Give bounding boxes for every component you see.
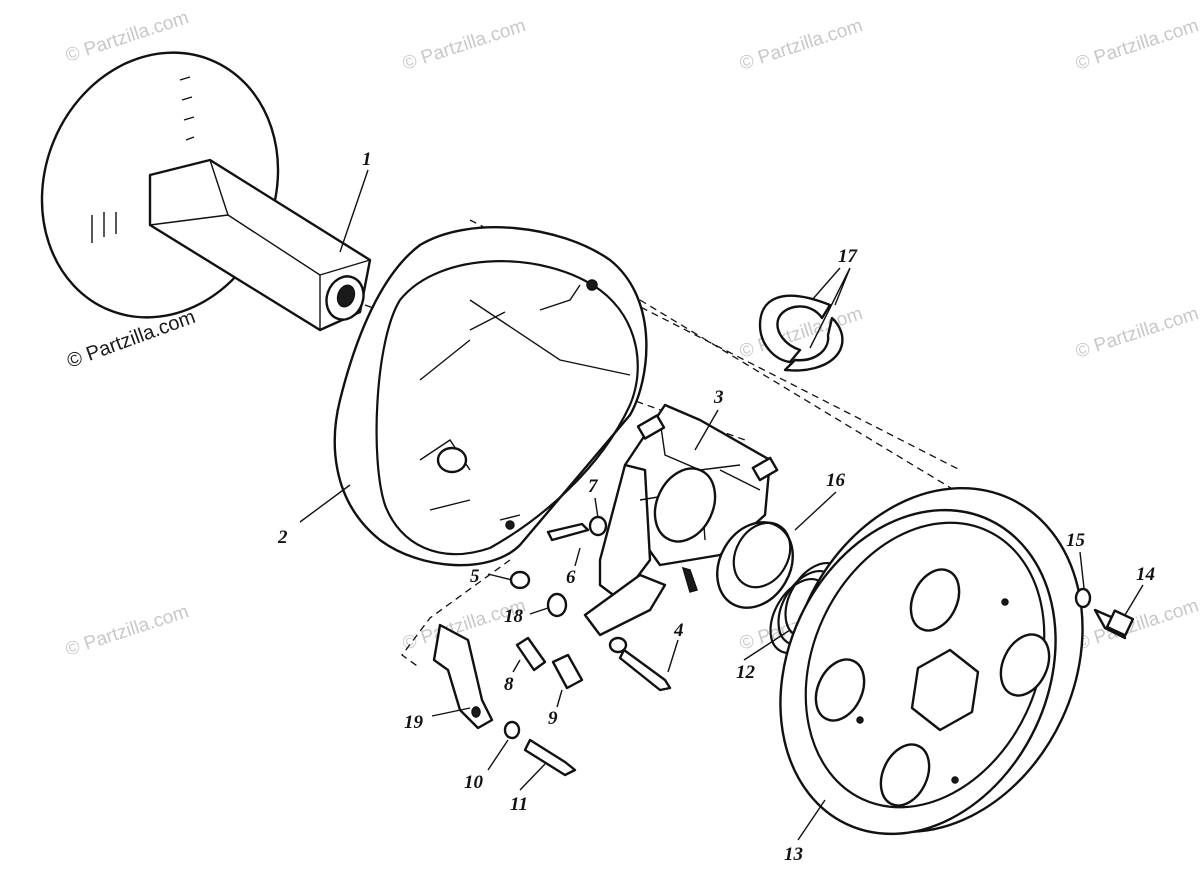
leader-line: [556, 689, 563, 708]
leader-line: [594, 497, 599, 519]
leader-line: [529, 607, 549, 615]
callout-labels: 1 2 3 4 5 6 7 8 9 10 11 12 13 14 15 16 1…: [277, 149, 1155, 865]
watermark: © Partzilla.com: [737, 15, 865, 75]
housing-hole: [505, 520, 515, 530]
callout-7: 7: [588, 476, 599, 497]
drum-window: [909, 568, 961, 632]
leader-line: [1079, 551, 1085, 589]
part-2-clutch-housing: [333, 226, 648, 567]
arm-hub: [653, 467, 717, 543]
part-13-clutch-drum: [779, 486, 1084, 836]
leader-line: [519, 763, 546, 791]
snap-ring-lower: [783, 316, 844, 372]
callout-2: 2: [277, 527, 288, 548]
bushing-outer: [716, 521, 794, 609]
part-4-washer: [608, 636, 628, 654]
watermark: © Partzilla.com: [1073, 595, 1200, 655]
guide-line: [469, 219, 961, 471]
leader-line: [487, 739, 509, 771]
part-19-hole: [471, 706, 481, 718]
arm-lever: [598, 463, 652, 602]
part-8-pin: [515, 636, 547, 672]
drum-hex-center: [910, 648, 980, 732]
arm-pin-top: [636, 414, 666, 440]
part-5-nut: [509, 570, 531, 590]
callout-19: 19: [404, 712, 424, 733]
leader-line: [512, 659, 521, 673]
drum-window: [879, 743, 931, 807]
callout-6: 6: [566, 567, 576, 588]
callout-15: 15: [1066, 530, 1086, 551]
leader-line: [431, 707, 471, 717]
part-3-arm-assembly: [583, 403, 779, 637]
callout-4: 4: [673, 620, 684, 641]
housing-rim: [375, 260, 639, 556]
leader-line: [339, 169, 369, 253]
leader-line: [667, 639, 679, 673]
drum-window: [999, 633, 1051, 697]
leader-line: [794, 491, 837, 531]
drum-hole: [1001, 598, 1009, 606]
watermark: © Partzilla.com: [737, 303, 865, 363]
watermark: © Partzilla.com: [1073, 15, 1200, 75]
callout-13: 13: [784, 844, 803, 865]
guide-line: [401, 559, 511, 669]
shaft-bore-hole: [336, 284, 356, 308]
callout-17: 17: [838, 246, 859, 267]
housing-inner-ribs: [419, 284, 631, 521]
drum-hole: [856, 716, 864, 724]
part-1-sheave-shaft: [40, 51, 372, 332]
housing-hole: [586, 279, 598, 291]
part-7-nut: [588, 515, 608, 537]
housing-boss: [436, 446, 468, 474]
part-11-bolt: [523, 738, 577, 777]
part-17-snap-rings: [758, 294, 844, 372]
callout-10: 10: [464, 772, 484, 793]
sheave-shading: [91, 76, 195, 243]
leader-line: [487, 573, 513, 581]
watermark: © Partzilla.com: [63, 601, 191, 661]
housing-outer-shell: [333, 226, 648, 567]
leader-line: [743, 629, 791, 661]
leader-lines: [299, 169, 1144, 841]
part-15-washer: [1074, 587, 1092, 609]
watermark: © Partzilla.com: [1073, 303, 1200, 363]
part-10-washer: [503, 720, 521, 740]
callout-8: 8: [504, 674, 514, 695]
leader-line: [1124, 584, 1144, 616]
shaft-edges: [149, 159, 371, 330]
part-18-washer: [546, 592, 568, 618]
leader-line: [694, 409, 719, 451]
leader-line: [809, 267, 851, 349]
part-6-bolt: [546, 522, 590, 542]
part-9-bushing: [551, 653, 584, 690]
callout-1: 1: [362, 149, 372, 170]
callout-9: 9: [548, 708, 558, 729]
snap-ring-upper: [758, 294, 832, 364]
callout-18: 18: [504, 606, 524, 627]
leader-line: [797, 799, 826, 841]
leader-line: [299, 484, 351, 523]
part-4-bolt: [618, 648, 672, 692]
drum-window: [814, 658, 866, 722]
callout-16: 16: [826, 470, 846, 491]
arm-bolt: [681, 566, 698, 593]
callout-12: 12: [736, 662, 756, 683]
drum-hole: [951, 776, 959, 784]
part-14-bolt-head: [1105, 609, 1135, 637]
callout-3: 3: [713, 387, 724, 408]
arm-pin-right: [751, 456, 779, 482]
part-16-bushing: [716, 521, 794, 609]
callout-11: 11: [510, 794, 528, 815]
callout-5: 5: [470, 566, 480, 587]
part-19-bracket: [432, 623, 494, 730]
callout-14: 14: [1136, 564, 1155, 585]
arm-link: [583, 573, 667, 637]
leader-line: [574, 547, 581, 567]
bushing-inner: [732, 521, 792, 589]
watermark: © Partzilla.com: [400, 15, 528, 75]
drum-face-ring: [804, 521, 1046, 809]
